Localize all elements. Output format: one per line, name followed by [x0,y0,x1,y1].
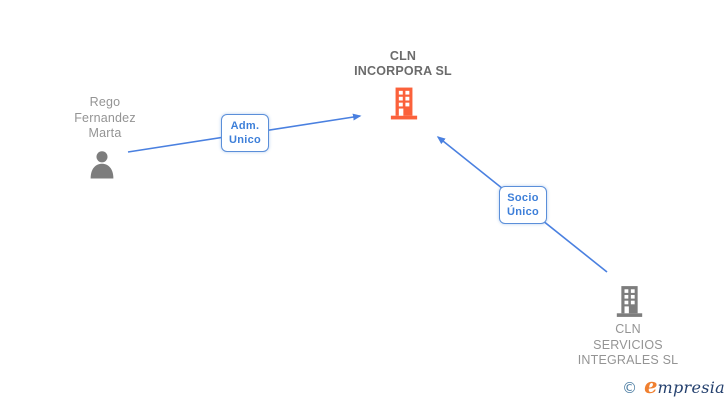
building-icon [389,86,419,121]
edge-label-line: Adm. [230,120,260,132]
edge-label-line: Unico [228,134,262,146]
person-icon [88,150,116,179]
node-company-main[interactable]: CLN INCORPORA SL [340,49,466,78]
node-name-line: CLN [615,322,641,336]
node-name-line: Marta [88,126,122,140]
node-name-line: CLN [389,49,417,63]
node-person[interactable]: Rego Fernandez Marta [55,95,155,142]
node-name-line: Rego [89,95,121,109]
brand-letter: e [644,373,658,398]
node-name-line: SERVICIOS [593,337,663,352]
node-company-secondary[interactable]: CLN SERVICIOS INTEGRALES SL [565,322,691,369]
node-name-line: INCORPORA SL [354,63,452,78]
edge-label-line: Socio [507,192,539,204]
company-main-name: CLN INCORPORA SL [340,49,466,78]
edge-label-line: Único [506,206,540,218]
copyright-icon: © [622,379,638,397]
company-secondary-name: CLN SERVICIOS INTEGRALES SL [565,322,691,369]
person-name: Rego Fernandez Marta [55,95,155,142]
building-icon [615,285,644,318]
brand-text: mpresia [657,378,725,397]
edge-label-socio-unico: Socio Único [499,186,547,224]
node-name-line: INTEGRALES SL [577,353,679,367]
node-name-line: Fernandez [74,110,136,125]
edge-label-adm-unico: Adm. Unico [221,114,269,152]
